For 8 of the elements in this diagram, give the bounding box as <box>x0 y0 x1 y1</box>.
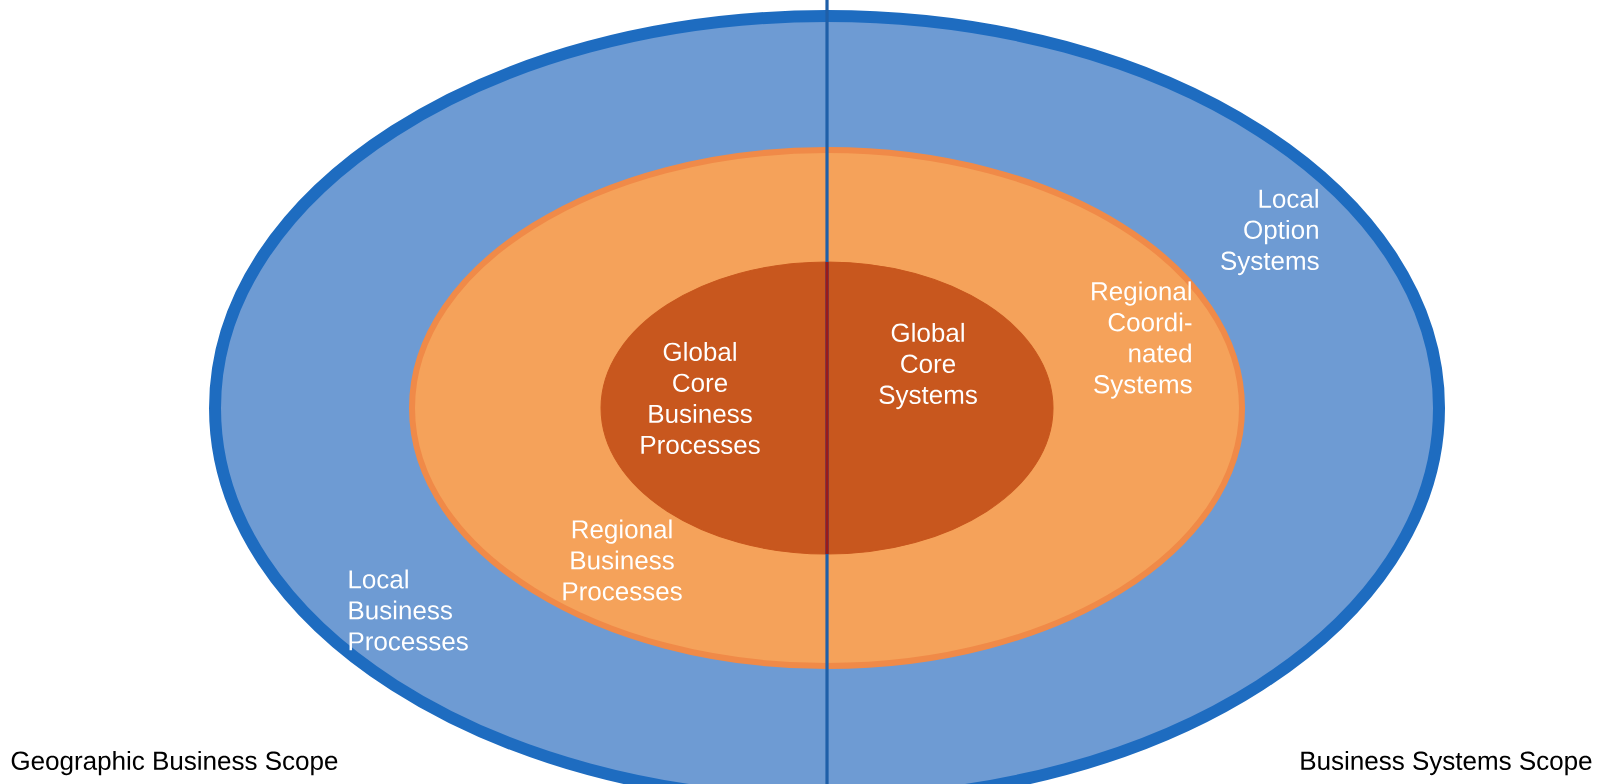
ring-label: Regional Business Processes <box>563 519 682 601</box>
ring-label: Regional Coordi- nated Systems <box>1092 281 1192 399</box>
ring-label: Local Business Processes <box>349 569 468 651</box>
scope-label: Business Systems Scope <box>1301 750 1592 776</box>
scope-label: Geographic Business Scope <box>11 750 338 776</box>
ring-label: Global Core Business Processes <box>641 341 760 455</box>
ring-label: Local Option Systems <box>1221 188 1319 276</box>
ring-label: Global Core Systems <box>879 322 977 410</box>
